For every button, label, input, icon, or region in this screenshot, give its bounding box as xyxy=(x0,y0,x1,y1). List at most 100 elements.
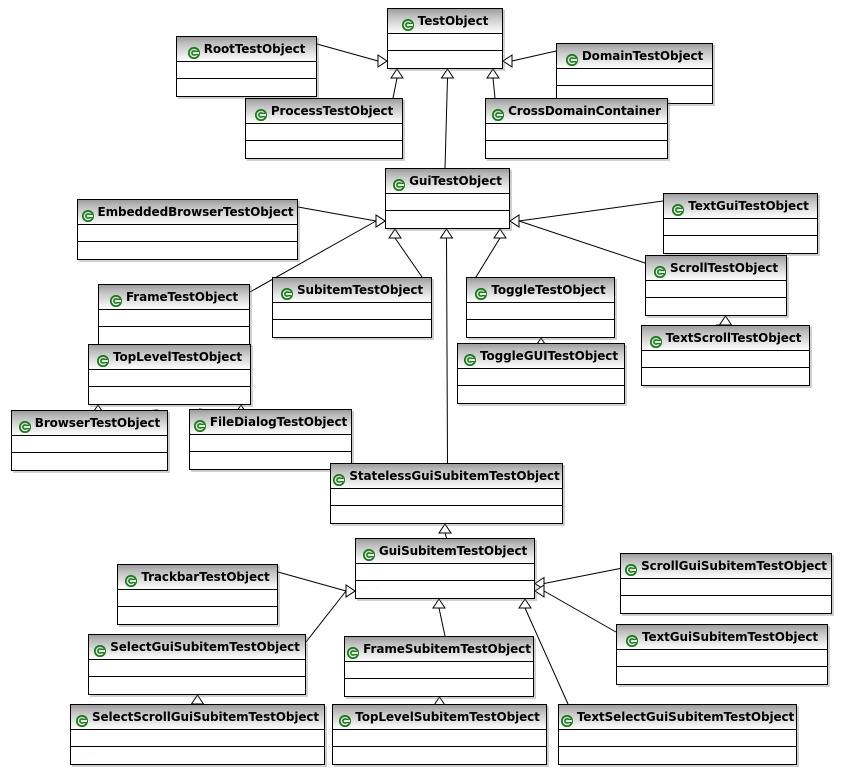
class-operations-compartment xyxy=(664,236,817,253)
generalization-arrowhead xyxy=(375,214,386,228)
class-icon xyxy=(94,642,107,658)
class-name-label: SelectScrollGuiSubitemTestObject xyxy=(91,710,320,724)
uml-class-textselectguisubitemtestobject[interactable]: TextSelectGuiSubitemTestObject xyxy=(558,704,797,765)
class-icon xyxy=(560,712,573,728)
uml-class-toplevelsubitemtestobject[interactable]: TopLevelSubitemTestObject xyxy=(332,704,547,765)
class-attributes-compartment xyxy=(486,124,667,141)
uml-class-domaintestobject[interactable]: DomainTestObject xyxy=(556,43,713,104)
generalization-arrowhead xyxy=(718,315,733,326)
generalization-arrowhead xyxy=(509,214,520,228)
class-attributes-compartment xyxy=(89,660,305,677)
uml-class-toggleguitestobject[interactable]: ToggleGUITestObject xyxy=(457,343,625,404)
class-attributes-compartment xyxy=(467,303,614,320)
uml-class-subitemtestobject[interactable]: SubitemTestObject xyxy=(272,277,432,338)
generalization-arrowhead xyxy=(534,584,545,598)
operations-ghost-text: . xyxy=(623,670,626,675)
class-name-label: TextSelectGuiSubitemTestObject xyxy=(576,710,795,724)
class-name-label: GuiTestObject xyxy=(409,174,502,188)
class-name-label: FrameSubitemTestObject xyxy=(363,642,531,656)
class-icon xyxy=(187,44,200,60)
class-icon xyxy=(109,292,123,308)
uml-class-scrolltestobject[interactable]: ScrollTestObject xyxy=(645,255,787,316)
class-attributes-compartment xyxy=(71,730,324,747)
uml-class-testobject[interactable]: TestObject xyxy=(387,8,503,69)
class-operations-compartment xyxy=(78,242,297,259)
class-attributes-compartment xyxy=(345,662,533,679)
uml-class-embeddedbrowsertestobject[interactable]: EmbeddedBrowserTestObject xyxy=(77,199,298,260)
class-attributes-compartment xyxy=(664,219,817,236)
class-operations-compartment: . .. . xyxy=(345,679,533,696)
class-operations-compartment xyxy=(642,368,809,385)
generalization-arrowhead xyxy=(486,68,500,79)
uml-class-scrollguisubitemtestobject[interactable]: ScrollGuiSubitemTestObject xyxy=(620,553,832,614)
uml-class-topleveltestobject[interactable]: TopLevelTestObject. . xyxy=(88,344,251,405)
generalization-arrowhead xyxy=(345,584,356,598)
class-name-label: DomainTestObject xyxy=(581,49,704,63)
uml-class-textscrolltestobject[interactable]: TextScrollTestObject xyxy=(641,325,810,386)
class-operations-compartment xyxy=(458,386,624,403)
class-attributes-compartment xyxy=(246,124,402,141)
generalization-arrowhead xyxy=(502,54,513,68)
generalization-arrowhead xyxy=(493,228,507,239)
class-icon xyxy=(280,285,294,301)
class-icon xyxy=(491,106,505,122)
class-name-label: RootTestObject xyxy=(203,42,306,56)
class-name-label: TextGuiSubitemTestObject xyxy=(641,630,819,644)
class-icon xyxy=(18,418,31,434)
class-name-label: ScrollGuiSubitemTestObject xyxy=(641,559,827,573)
class-operations-compartment xyxy=(89,677,305,694)
class-icon xyxy=(401,16,414,32)
uml-class-selectguisubitemtestobject[interactable]: SelectGuiSubitemTestObject xyxy=(88,634,306,695)
class-attributes-compartment xyxy=(12,436,167,453)
uml-class-framesubitemtestobject[interactable]: FrameSubitemTestObject . .. . xyxy=(344,636,534,697)
class-attributes-compartment xyxy=(642,351,809,368)
operations-ghost-text: . .. . xyxy=(351,682,365,687)
uml-class-statelessguisubitemtestobject[interactable]: StatelessGuiSubitemTestObject xyxy=(330,463,563,524)
uml-class-textguitestobject[interactable]: TextGuiTestObject xyxy=(663,193,818,254)
uml-class-selectscrollguisubitemtestobject[interactable]: SelectScrollGuiSubitemTestObject . . .. .… xyxy=(70,704,325,765)
class-attributes-compartment xyxy=(273,303,431,320)
class-operations-compartment xyxy=(467,320,614,337)
generalization-arrowhead xyxy=(438,523,452,534)
operations-ghost-text: . . .. .. xyxy=(77,750,98,755)
generalization-arrowhead xyxy=(440,68,455,79)
generalization-arrowhead xyxy=(432,598,446,609)
class-attributes-compartment xyxy=(99,310,249,327)
class-icon xyxy=(254,106,267,122)
class-header: SubitemTestObject xyxy=(273,278,431,303)
class-header: TextGuiSubitemTestObject xyxy=(617,625,827,650)
class-header: TextGuiTestObject xyxy=(664,194,817,219)
uml-class-guitestobject[interactable]: GuiTestObject xyxy=(385,168,510,229)
class-header: TextScrollTestObject xyxy=(642,326,809,351)
uml-class-crossdomaincontainer[interactable]: CrossDomainContainer xyxy=(485,98,668,159)
class-header: FrameSubitemTestObject xyxy=(345,637,533,662)
class-name-label: BrowserTestObject xyxy=(34,416,161,430)
uml-class-browsertestobject[interactable]: BrowserTestObject xyxy=(11,410,168,471)
class-header: CrossDomainContainer xyxy=(486,99,667,124)
class-icon xyxy=(333,471,346,487)
class-header: GuiTestObject xyxy=(386,169,509,194)
uml-class-trackbartestobject[interactable]: TrackbarTestObject xyxy=(117,564,278,625)
class-header: FileDialogTestObject xyxy=(190,410,351,435)
class-header: BrowserTestObject xyxy=(12,411,167,436)
uml-class-filedialogtestobject[interactable]: FileDialogTestObject xyxy=(189,409,352,470)
uml-class-processtestobject[interactable]: ProcessTestObject xyxy=(245,98,403,159)
class-icon xyxy=(193,417,207,433)
uml-class-toggletestobject[interactable]: ToggleTestObject xyxy=(466,277,615,338)
uml-class-guisubitemtestobject[interactable]: GuiSubitemTestObject. . . .. xyxy=(355,538,535,599)
operations-ghost-text: . . . .. xyxy=(362,584,381,589)
class-operations-compartment: . . .. .. xyxy=(71,747,324,764)
class-attributes-compartment xyxy=(331,489,562,506)
class-header: TestObject xyxy=(388,9,502,34)
class-name-label: TextGuiTestObject xyxy=(688,199,809,213)
class-operations-compartment xyxy=(388,51,502,68)
class-icon xyxy=(625,632,639,648)
class-header: TextSelectGuiSubitemTestObject xyxy=(559,705,796,730)
uml-class-textguisubitemtestobject[interactable]: TextGuiSubitemTestObject. xyxy=(616,624,828,685)
generalization-line-processtestobject-to-testobject xyxy=(392,77,398,99)
uml-class-roottestobject[interactable]: RootTestObject xyxy=(176,36,317,97)
uml-class-frametestobject[interactable]: FrameTestObject xyxy=(98,284,250,345)
generalization-line-textguitestobject-to-guitestobject xyxy=(518,200,664,222)
generalization-line-statelessguisubitemtestobject-to-guitestobject xyxy=(446,237,448,464)
class-name-label: ProcessTestObject xyxy=(270,104,394,118)
